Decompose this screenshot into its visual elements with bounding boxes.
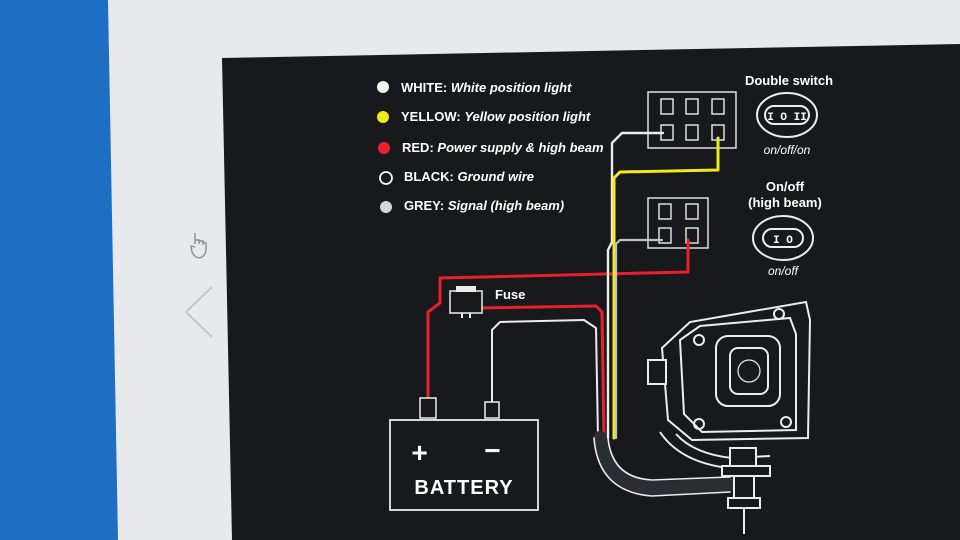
legend-item-red: RED: Power supply & high beam <box>378 140 604 155</box>
double-switch-title: Double switch <box>745 73 833 88</box>
double-switch-symbol: I O II <box>767 112 807 124</box>
legend-value: Yellow position light <box>464 109 591 124</box>
battery-plus: + <box>411 437 428 468</box>
battery: + − BATTERY <box>389 397 539 511</box>
grey-wire <box>614 238 664 440</box>
svg-text:RED: Power supply & high beam: RED: Power supply & high beam <box>402 140 604 155</box>
svg-text:WHITE: White position light: WHITE: White position light <box>401 80 572 95</box>
legend-key: GREY: <box>404 198 444 213</box>
red-wire <box>426 238 690 400</box>
yellow-wire <box>612 136 720 440</box>
onoff-switch-title-1: On/off <box>766 179 805 194</box>
onoff-switch-symbol: I O <box>773 235 793 247</box>
white-wire <box>606 131 665 440</box>
legend-key: YELLOW: <box>401 109 461 124</box>
wiring <box>426 131 737 497</box>
diagram-panel <box>222 44 960 540</box>
onoff-switch-icon[interactable] <box>752 215 814 261</box>
harness-outline <box>593 437 731 497</box>
onoff-switch-caption: on/off <box>768 264 800 278</box>
fuse: Fuse <box>449 286 525 318</box>
legend-value: Ground wire <box>457 169 534 184</box>
legend-key: WHITE: <box>401 80 447 95</box>
black-wire <box>491 319 599 439</box>
onoff-switch-title-2: (high beam) <box>748 195 822 210</box>
legend-key: RED: <box>402 140 434 155</box>
svg-text:BLACK: Ground wire: BLACK: Ground wire <box>404 169 534 184</box>
work-light-icon <box>647 300 812 534</box>
fuse-label: Fuse <box>495 287 525 302</box>
onoff-switch: On/off (high beam) I O on/off <box>748 179 822 278</box>
legend-key: BLACK: <box>404 169 454 184</box>
double-switch-icon[interactable] <box>756 92 818 138</box>
battery-label: BATTERY <box>414 477 513 499</box>
legend-item-yellow: YELLOW: Yellow position light <box>377 109 591 124</box>
double-switch: Double switch I O II on/off/on <box>745 73 833 157</box>
onoff-switch-connector <box>647 197 709 249</box>
legend-item-black: BLACK: Ground wire <box>379 169 534 185</box>
svg-text:YELLOW: Yellow position light: YELLOW: Yellow position light <box>401 109 591 124</box>
legend-value: Signal (high beam) <box>448 198 564 213</box>
legend-value: White position light <box>451 80 572 95</box>
legend-item-grey: GREY: Signal (high beam) <box>380 198 564 213</box>
legend: WHITE: White position light YELLOW: Yell… <box>377 80 604 213</box>
legend-value: Power supply & high beam <box>437 140 604 155</box>
battery-minus: − <box>484 435 501 466</box>
chevron-left-icon[interactable] <box>184 286 213 338</box>
legend-item-white: WHITE: White position light <box>377 80 572 95</box>
hand-cursor-icon <box>190 233 207 259</box>
red-wire-feed <box>476 304 606 440</box>
double-switch-caption: on/off/on <box>764 143 811 157</box>
harness <box>593 431 737 495</box>
svg-text:GREY: Signal (high beam): GREY: Signal (high beam) <box>404 198 564 213</box>
